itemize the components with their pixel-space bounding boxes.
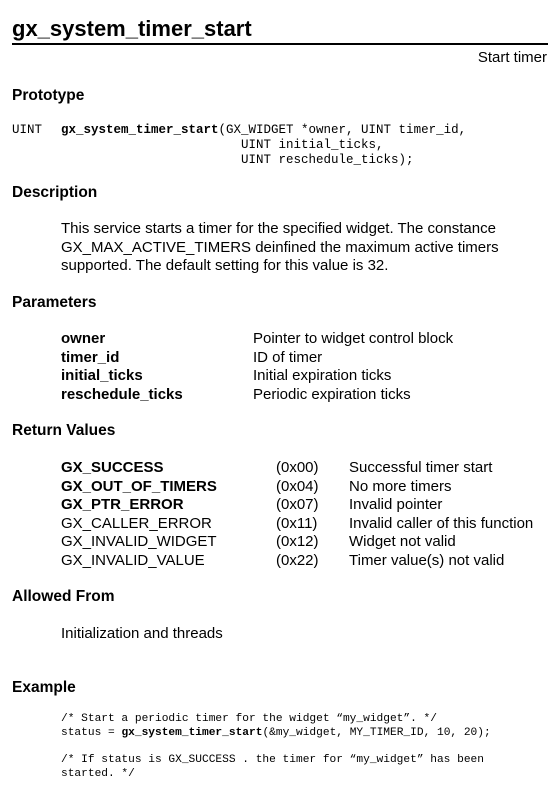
section-heading-example: Example — [12, 679, 76, 696]
return-name: GX_SUCCESS — [61, 459, 164, 476]
description-line: This service starts a timer for the spec… — [61, 220, 496, 237]
return-desc: Invalid pointer — [349, 496, 443, 513]
section-heading-prototype: Prototype — [12, 87, 85, 104]
prototype-line-1: gx_system_timer_start(GX_WIDGET *owner, … — [61, 123, 466, 138]
return-code: (0x04) — [276, 477, 319, 495]
prototype-args: (GX_WIDGET *owner, UINT timer_id, — [218, 123, 467, 137]
return-name: GX_PTR_ERROR — [61, 496, 184, 513]
return-desc: Widget not valid — [349, 533, 456, 550]
prototype-return-type: UINT — [12, 123, 43, 137]
return-code: (0x12) — [276, 533, 319, 550]
description-line: GX_MAX_ACTIVE_TIMERS deinfined the maxim… — [61, 238, 499, 256]
param-name: timer_id — [61, 348, 120, 366]
param-desc: Pointer to widget control block — [253, 330, 454, 347]
description-line: supported. The default setting for this … — [61, 257, 389, 274]
return-code: (0x00) — [276, 459, 319, 476]
section-heading-return-values: Return Values — [12, 422, 116, 439]
prototype-function-name: gx_system_timer_start — [61, 123, 219, 137]
example-line-4: started. */ — [61, 768, 135, 780]
return-name: GX_CALLER_ERROR — [61, 514, 212, 532]
prototype-line-3: UINT reschedule_ticks); — [241, 153, 414, 167]
page-subtitle: Start timer — [477, 49, 547, 66]
allowed-from-text: Initialization and threads — [61, 625, 223, 642]
return-name: GX_INVALID_VALUE — [61, 551, 205, 569]
return-code: (0x11) — [276, 514, 318, 532]
param-name: reschedule_ticks — [61, 385, 183, 403]
param-name: initial_ticks — [61, 367, 143, 384]
section-heading-allowed-from: Allowed From — [12, 588, 115, 605]
example-function-name: gx_system_timer_start — [121, 727, 263, 739]
return-name: GX_OUT_OF_TIMERS — [61, 477, 217, 495]
return-name: GX_INVALID_WIDGET — [61, 533, 217, 550]
page-title: gx_system_timer_start — [12, 16, 252, 41]
example-line-3: /* If status is GX_SUCCESS . the timer f… — [61, 754, 484, 766]
return-desc: No more timers — [349, 477, 452, 495]
param-desc: Initial expiration ticks — [253, 367, 392, 384]
example-args: (&my_widget, MY_TIMER_ID, 10, 20); — [262, 727, 491, 739]
return-code: (0x22) — [276, 551, 319, 569]
title-divider — [12, 43, 548, 45]
return-code: (0x07) — [276, 496, 319, 513]
section-heading-description: Description — [12, 184, 98, 201]
return-desc: Invalid caller of this function — [349, 514, 534, 532]
param-desc: ID of timer — [253, 348, 323, 366]
example-status-assign: status = — [61, 727, 122, 739]
example-line-2: status = gx_system_timer_start(&my_widge… — [61, 726, 491, 740]
param-name: owner — [61, 330, 106, 347]
description-text: This service starts a timer for the spec… — [61, 220, 541, 276]
example-line-1: /* Start a periodic timer for the widget… — [61, 713, 437, 725]
return-desc: Successful timer start — [349, 459, 493, 476]
return-desc: Timer value(s) not valid — [349, 551, 505, 569]
section-heading-parameters: Parameters — [12, 294, 97, 311]
prototype-line-2: UINT initial_ticks, — [241, 138, 384, 152]
param-desc: Periodic expiration ticks — [253, 385, 411, 403]
